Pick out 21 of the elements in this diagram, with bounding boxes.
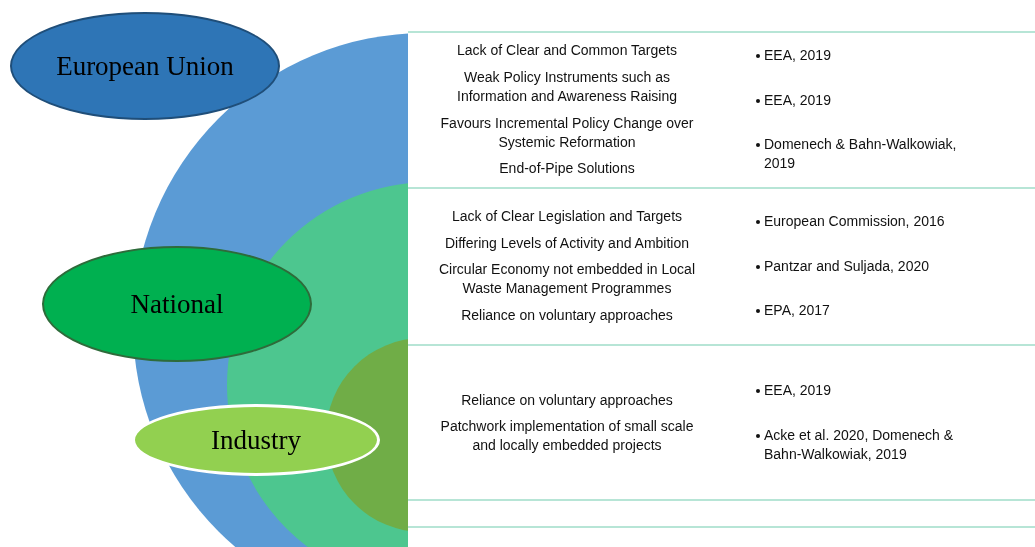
reference-text: Domenech & Bahn-Walkowiak, 2019 bbox=[764, 135, 958, 173]
barrier-text: Patchwork implementation of small scale and locally embedded projects bbox=[439, 417, 695, 455]
barrier-text: Favours Incremental Policy Change over Systemic Reformation bbox=[439, 114, 695, 152]
reference-text: Pantzar and Suljada, 2020 bbox=[764, 257, 930, 276]
reference-text: Acke et al. 2020, Domenech & Bahn-Walkowiak, 2019 bbox=[764, 426, 955, 464]
reference-text: European Commission, 2016 bbox=[764, 212, 946, 231]
reference-text: EEA, 2019 bbox=[764, 381, 832, 400]
reference-text: EEA, 2019 bbox=[764, 91, 832, 110]
barrier-text: Reliance on voluntary approaches bbox=[460, 391, 674, 410]
reference-text: EPA, 2017 bbox=[764, 301, 831, 320]
barrier-text: Weak Policy Instruments such as Information and Awareness Raising bbox=[456, 68, 678, 106]
barrier-text: End-of-Pipe Solutions bbox=[498, 159, 636, 178]
barrier-text: Lack of Clear and Common Targets bbox=[456, 41, 678, 60]
level-label: European Union bbox=[56, 50, 234, 82]
barrier-text: Circular Economy not embedded in Local Waste Management Programmes bbox=[438, 260, 696, 298]
reference-text: EEA, 2019 bbox=[764, 46, 832, 65]
level-label: Industry bbox=[211, 424, 301, 456]
level-label: National bbox=[130, 288, 224, 320]
barrier-text: Differing Levels of Activity and Ambition bbox=[443, 234, 691, 253]
barrier-text: Lack of Clear Legislation and Targets bbox=[450, 207, 684, 226]
barrier-text: Reliance on voluntary approaches bbox=[460, 306, 674, 325]
